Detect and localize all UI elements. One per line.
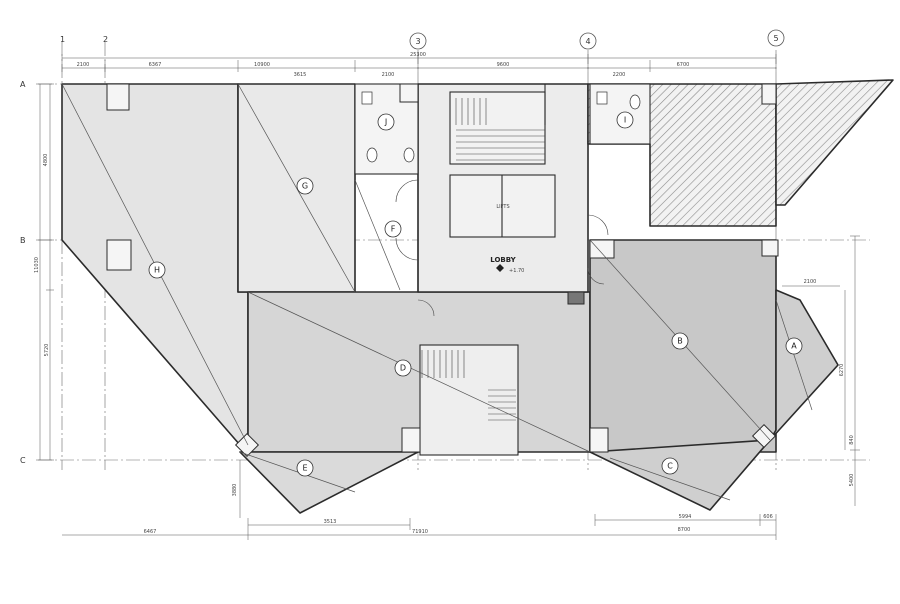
zone-a-area (769, 289, 839, 441)
grid-label-col-3: 3 (415, 37, 420, 46)
grid-label-row-c: C (20, 456, 26, 465)
grid-bubble-col-4 (579, 32, 597, 50)
grid-bubble-col-5 (767, 29, 785, 47)
toilet-fixtures (361, 91, 641, 163)
dim-top-seg-1: 2100 (77, 62, 90, 68)
dim-right-seg-1: 2100 (804, 279, 817, 285)
dim-bottom-seg-5: 8700 (678, 527, 691, 533)
dim-inner-3: 3880 (232, 484, 238, 497)
grid-bubble-col-3 (409, 32, 427, 50)
column-square (401, 427, 421, 453)
grid-label-col-1: 1 (60, 35, 65, 44)
level-marker-icon (496, 264, 504, 272)
door-swings (395, 179, 609, 317)
zone-label-c: C (667, 462, 673, 471)
column-square (106, 83, 130, 111)
grid-label-col-2: 2 (103, 35, 108, 44)
dim-bottom-seg-4: 606 (763, 514, 773, 520)
zone-label-d: D (400, 364, 406, 373)
lobby-label: LOBBY (490, 256, 516, 264)
dim-bottom-overall: 71910 (412, 529, 428, 535)
structural-columns (106, 83, 779, 458)
grid-row-labels: A B C (20, 80, 26, 465)
dim-top-seg-8: 6700 (677, 62, 690, 68)
grid-column-labels: 1 2 3 4 5 (60, 29, 785, 50)
column-square (399, 83, 419, 103)
dim-right-seg-2: 6270 (839, 364, 845, 377)
dim-right-seg-4: 5400 (849, 474, 855, 487)
zone-label-i: I (624, 116, 626, 125)
lift-label: LIFTS (496, 204, 509, 210)
dim-top-seg-3: 10900 (254, 62, 270, 68)
grid-label-col-4: 4 (585, 37, 590, 46)
dim-left-seg-1: 4800 (43, 154, 49, 167)
zone-c-area (589, 439, 771, 511)
column-square (761, 239, 779, 257)
column-square (234, 432, 260, 458)
hatched-area-east-wing (775, 79, 894, 206)
dim-top-seg-2: 6367 (149, 62, 162, 68)
dim-top-overall: 25300 (410, 52, 426, 58)
column-square (567, 291, 585, 305)
zone-label-h: H (154, 266, 160, 275)
stair-treads (421, 98, 545, 421)
dim-top-seg-7: 2200 (613, 72, 626, 78)
dim-top-seg-4: 3615 (294, 72, 307, 78)
dim-bottom-seg-2: 3513 (324, 519, 337, 525)
zone-label-e: E (302, 464, 307, 473)
dim-top-seg-6: 9600 (497, 62, 510, 68)
column-square (589, 427, 609, 453)
dim-bottom-seg-1: 6467 (144, 529, 157, 535)
lobby-label-group: LOBBY +1.70 LIFTS (490, 204, 524, 274)
column-square (589, 239, 615, 259)
dim-right-seg-3: 840 (849, 435, 855, 445)
column-square (761, 83, 777, 105)
grid-label-col-5: 5 (773, 34, 778, 43)
dim-left-seg-3: 5720 (44, 344, 50, 357)
interior-walls (354, 83, 651, 456)
column-square (106, 239, 132, 271)
dimension-lines (36, 54, 860, 540)
dim-bottom-seg-3: 5994 (679, 514, 692, 520)
zone-label-f: F (391, 225, 396, 234)
zone-label-a: A (791, 342, 797, 351)
zone-label-j: J (384, 118, 387, 127)
zone-tags: A B C D E F G H I J (148, 111, 803, 477)
grid-label-row-b: B (20, 236, 26, 245)
zone-label-g: G (302, 182, 308, 191)
dim-left-seg-2: 11030 (34, 257, 40, 273)
grid-label-row-a: A (20, 80, 26, 89)
zone-label-b: B (677, 337, 683, 346)
column-square (751, 423, 777, 449)
dim-top-seg-5: 2100 (382, 72, 395, 78)
lobby-level-label: +1.70 (509, 268, 524, 274)
